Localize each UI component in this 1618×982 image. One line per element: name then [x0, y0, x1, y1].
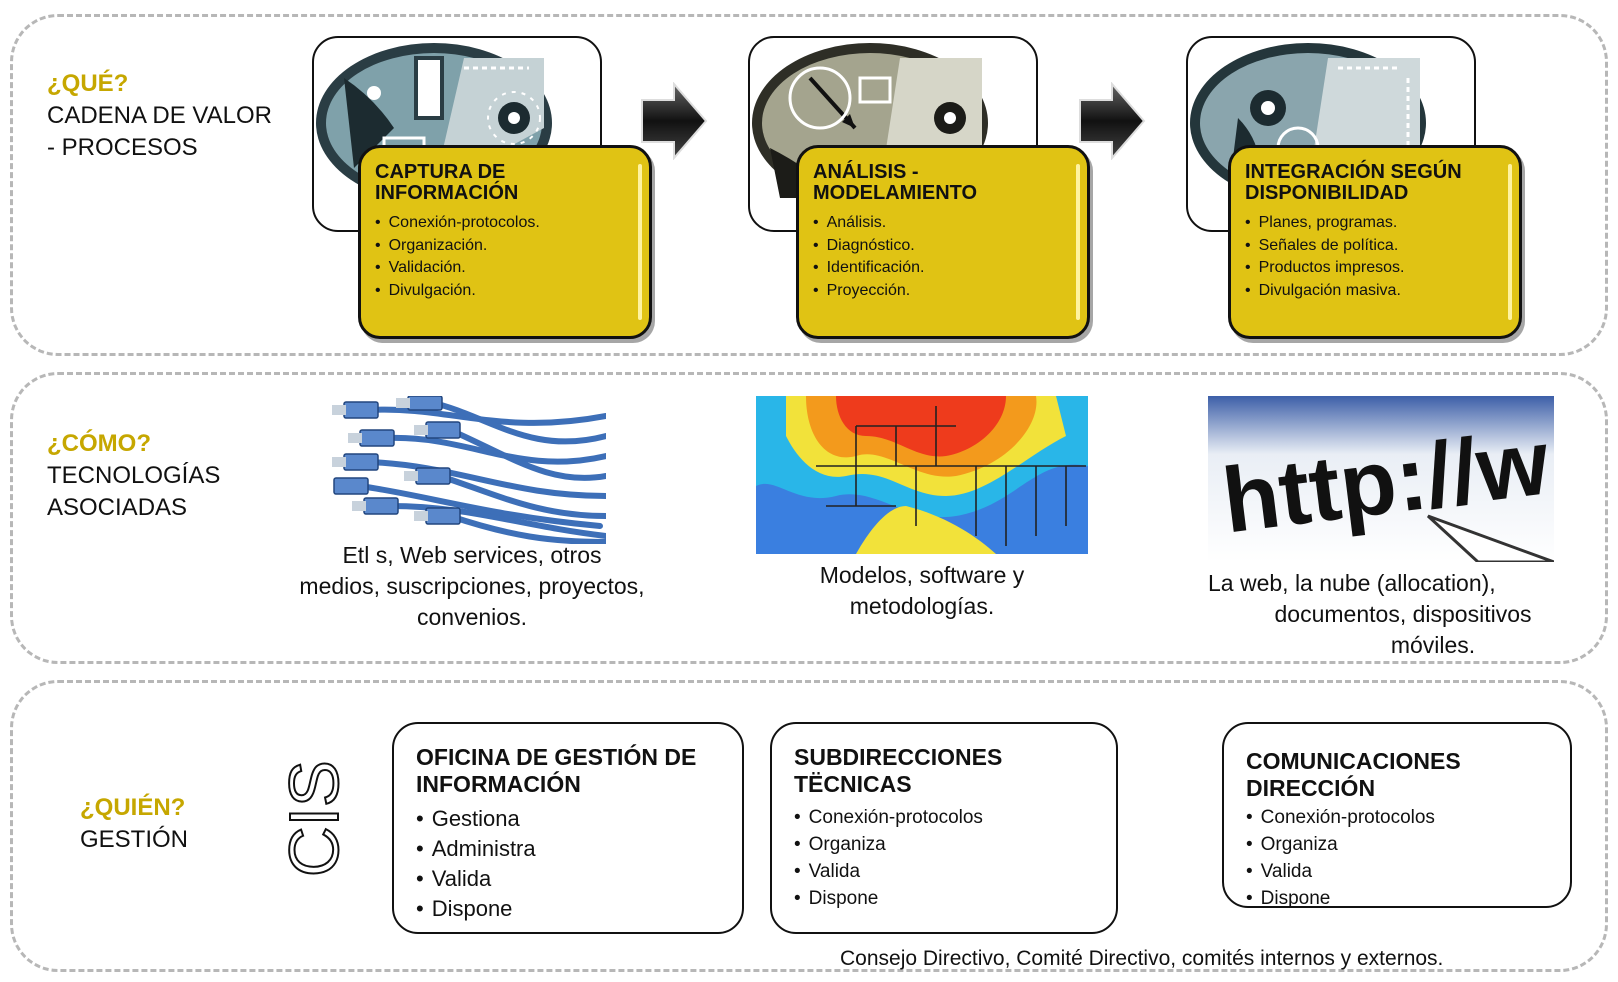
- caption-line: Etl s, Web services, otros: [342, 542, 602, 568]
- list-item: Diagnóstico.: [813, 235, 1073, 258]
- list-item: Organización.: [375, 235, 635, 258]
- step-title-analysis: ANÁLISIS - MODELAMIENTO: [813, 161, 978, 204]
- band-what: [10, 14, 1608, 356]
- caption-line: móviles.: [1390, 632, 1476, 658]
- caption-line: convenios.: [417, 604, 527, 630]
- label-how-line-2: ASOCIADAS: [47, 494, 188, 521]
- caption-tech-1: Etl s, Web services, otros medios, suscr…: [272, 540, 672, 633]
- step-title-integration: INTEGRACIÓN SEGÚN DISPONIBILIDAD: [1245, 161, 1462, 204]
- who-title-subdirections: SUBDIRECCIONES TËCNICAS: [794, 744, 1003, 797]
- list-item: Organiza: [1246, 831, 1548, 858]
- caption-tech-2: Modelos, software y metodologías.: [752, 560, 1092, 622]
- list-item: Productos impresos.: [1245, 257, 1505, 280]
- who-list-office: Gestiona Administra Valida Dispone: [416, 804, 720, 924]
- cis-text: CIS: [275, 760, 353, 877]
- caption-tech-3: La web, la nube (allocation), documentos…: [1208, 568, 1568, 661]
- label-what-line-2: - PROCESOS: [47, 134, 198, 161]
- list-item: Divulgación.: [375, 280, 635, 303]
- right-arrow-icon: [641, 82, 708, 160]
- list-item: Gestiona: [416, 804, 720, 834]
- list-item: Conexión-protocolos: [1246, 804, 1548, 831]
- usb-cables-image: [330, 396, 606, 544]
- list-item: Planes, programas.: [1245, 212, 1505, 235]
- caption-line: metodologías.: [849, 593, 995, 619]
- caption-line: Modelos, software y: [819, 562, 1025, 588]
- label-how-line-1: TECNOLOGÍAS: [47, 462, 221, 489]
- band-who: [10, 680, 1608, 972]
- label-who: ¿QUIÉN? GESTIÓN: [80, 792, 188, 856]
- step-list-integration: Planes, programas. Señales de política. …: [1245, 212, 1505, 302]
- heatmap-network-image: [756, 396, 1088, 554]
- list-item: Valida: [416, 864, 720, 894]
- list-item: Identificación.: [813, 257, 1073, 280]
- list-item: Dispone: [794, 885, 1094, 912]
- http-browser-image: http://w: [1208, 396, 1554, 562]
- label-how: ¿CÓMO? TECNOLOGÍAS ASOCIADAS: [47, 428, 220, 524]
- list-item: Conexión-protocolos.: [375, 212, 635, 235]
- right-arrow-icon: [1079, 82, 1146, 160]
- caption-line: La web, la nube (allocation),: [1208, 570, 1496, 596]
- keyword-what: ¿QUÉ?: [47, 70, 129, 97]
- label-what-line-1: CADENA DE VALOR: [47, 102, 272, 129]
- list-item: Conexión-protocolos: [794, 804, 1094, 831]
- step-box-integration: INTEGRACIÓN SEGÚN DISPONIBILIDAD Planes,…: [1228, 145, 1522, 339]
- footer-note: Consejo Directivo, Comité Directivo, com…: [840, 947, 1444, 970]
- who-title-office: OFICINA DE GESTIÓN DE INFORMACIÓN: [416, 744, 697, 797]
- list-item: Análisis.: [813, 212, 1073, 235]
- list-item: Dispone: [1246, 885, 1548, 912]
- who-title-communications: COMUNICACIONES DIRECCIÓN: [1246, 748, 1461, 801]
- list-item: Divulgación masiva.: [1245, 280, 1505, 303]
- step-box-capture: CAPTURA DE INFORMACIÓN Conexión-protocol…: [358, 145, 652, 339]
- list-item: Dispone: [416, 894, 720, 924]
- who-box-subdirections: SUBDIRECCIONES TËCNICAS Conexión-protoco…: [770, 722, 1118, 934]
- step-title-capture: CAPTURA DE INFORMACIÓN: [375, 161, 519, 204]
- who-list-subdirections: Conexión-protocolos Organiza Valida Disp…: [794, 804, 1094, 912]
- step-list-capture: Conexión-protocolos. Organización. Valid…: [375, 212, 635, 302]
- step-list-analysis: Análisis. Diagnóstico. Identificación. P…: [813, 212, 1073, 302]
- list-item: Proyección.: [813, 280, 1073, 303]
- list-item: Validación.: [375, 257, 635, 280]
- list-item: Administra: [416, 834, 720, 864]
- caption-line: documentos, dispositivos: [1274, 601, 1532, 627]
- list-item: Valida: [1246, 858, 1548, 885]
- keyword-how: ¿CÓMO?: [47, 430, 151, 457]
- who-box-communications: COMUNICACIONES DIRECCIÓN Conexión-protoc…: [1222, 722, 1572, 909]
- who-box-office: OFICINA DE GESTIÓN DE INFORMACIÓN Gestio…: [392, 722, 744, 934]
- label-what: ¿QUÉ? CADENA DE VALOR - PROCESOS: [47, 68, 272, 164]
- step-box-analysis: ANÁLISIS - MODELAMIENTO Análisis. Diagnó…: [796, 145, 1090, 339]
- list-item: Organiza: [794, 831, 1094, 858]
- band-how: [10, 372, 1608, 664]
- cis-logo: CIS: [274, 759, 354, 878]
- who-list-communications: Conexión-protocolos Organiza Valida Disp…: [1246, 804, 1548, 912]
- caption-line: medios, suscripciones, proyectos,: [299, 573, 645, 599]
- list-item: Valida: [794, 858, 1094, 885]
- keyword-who: ¿QUIÉN?: [80, 794, 186, 821]
- list-item: Señales de política.: [1245, 235, 1505, 258]
- label-who-line-1: GESTIÓN: [80, 826, 189, 853]
